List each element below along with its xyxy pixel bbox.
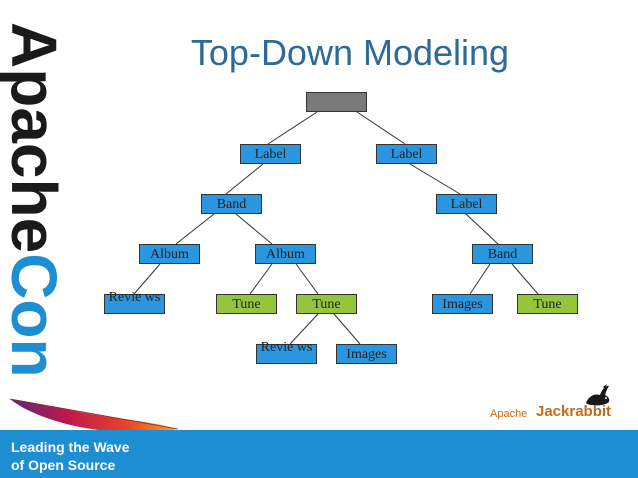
footer-banner: Leading the Wave of Open Source xyxy=(0,430,638,478)
edge-labelright-label xyxy=(409,163,461,195)
node-tune-mid: Tune xyxy=(296,294,357,314)
logo-jackrabbit-text: Jackrabbit xyxy=(536,403,612,420)
node-label-right: Label xyxy=(376,144,437,164)
jackrabbit-logo: Apache Jackrabbit xyxy=(490,383,635,428)
root-node xyxy=(306,92,367,112)
logo-apache-text: Apache xyxy=(490,408,528,420)
footer-line1: Leading the Wave xyxy=(11,439,130,455)
node-reviews-left: Revie ws xyxy=(104,290,165,314)
edge-bandright-tune xyxy=(511,263,539,295)
node-images-bottom: Images xyxy=(336,344,397,364)
node-label-left: Label xyxy=(240,144,301,164)
node-album-left: Album xyxy=(139,244,200,264)
edge-albummid-tune-left xyxy=(249,263,273,295)
footer-slogan: Leading the Wave of Open Source xyxy=(11,438,130,474)
node-band-right: Band xyxy=(472,244,533,264)
svg-text:ApacheCon: ApacheCon xyxy=(0,22,70,378)
edge-root-label-right xyxy=(356,111,406,145)
apache-feather-icon xyxy=(9,398,179,433)
node-images-right: Images xyxy=(432,294,493,314)
edge-tunemid-images xyxy=(333,313,361,345)
edge-bandright-images xyxy=(469,263,491,295)
node-band-left: Band xyxy=(201,194,262,214)
edge-label-band-right xyxy=(465,213,499,245)
node-tune-right: Tune xyxy=(517,294,578,314)
jackrabbit-rabbit-icon xyxy=(586,384,610,406)
edge-albummid-tune-mid xyxy=(295,263,319,295)
edge-albumleft-reviews xyxy=(133,263,161,295)
page-title: Top-Down Modeling xyxy=(190,32,510,73)
apachecon-vertical-logo: ApacheCon xyxy=(0,22,70,378)
node-label-mid-right: Label xyxy=(436,194,497,214)
footer-line2: of Open Source xyxy=(11,457,116,473)
node-tune-left: Tune xyxy=(216,294,277,314)
edge-tunemid-reviews xyxy=(289,313,319,345)
edge-labelleft-band xyxy=(225,163,264,195)
node-album-mid: Album xyxy=(255,244,316,264)
node-reviews-bottom: Revie ws xyxy=(256,340,317,364)
edge-band-album-mid xyxy=(235,213,273,245)
edge-band-album-left xyxy=(175,213,215,245)
edge-root-label-left xyxy=(267,111,318,145)
